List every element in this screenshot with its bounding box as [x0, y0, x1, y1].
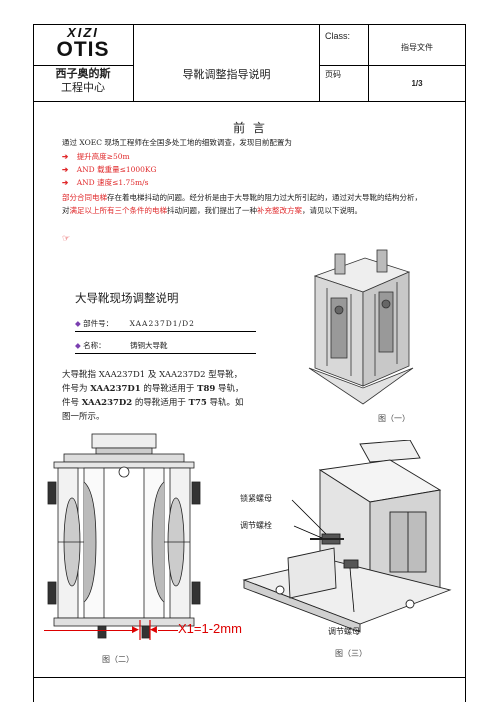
condition-list: ➔ 提升高度≥50m ➔ AND 载重量≤1000KG ➔ AND 速度≤1.7… [62, 150, 362, 189]
section-title: 大导靴现场调整说明 [75, 291, 179, 305]
preface-paragraph: 部分合同电梯存在着电梯抖动的问题。经分析是由于大导靴的阻力过大所引起的，通过对大… [62, 192, 424, 217]
part-label: 部件号： [83, 319, 114, 328]
name-label: 名称： [83, 341, 106, 350]
condition-text: AND 载重量≤1000KG [76, 165, 157, 174]
company-line2: 工程中心 [61, 81, 105, 94]
desc-text: 的导靴适用于 [132, 398, 189, 408]
arrow-right-icon: ▶ [132, 625, 139, 635]
figure-3-drawing [242, 440, 452, 633]
condition-item: ➔ AND 速度≤1.75m/s [62, 176, 362, 189]
arrow-left-icon: ◀ [150, 625, 157, 635]
arrow-right-icon: ➔ [62, 165, 69, 174]
figure-2-caption: 图（二） [102, 655, 134, 664]
para-highlight: 满足以上所有三个条件的电梯 [69, 205, 168, 215]
page-value: 1/3 [411, 79, 423, 88]
condition-text: AND 速度≤1.75m/s [76, 178, 149, 187]
document-title: 导靴调整指导说明 [182, 68, 271, 81]
desc-bold: T89 [197, 384, 216, 394]
clearance-dimension-label: X1=1-2mm [178, 621, 242, 636]
company-logo: XIZI OTIS [33, 26, 133, 64]
page-label: 页码 [325, 70, 341, 79]
para-highlight: 补充整改方案 [257, 205, 302, 215]
name-value: 铸铜大导靴 [130, 341, 168, 350]
logo-bottom: OTIS [56, 38, 110, 61]
logo-top: XIZI [67, 25, 99, 40]
part-number-row: ◆ 部件号： XAA237D1/D2 [75, 317, 255, 330]
para-text: 存在着电梯抖动的问题。经分析是由于大导靴的阻力过大所引起的，通过对大导靴的结构分… [62, 193, 422, 215]
desc-text: 导轨。如图一所示。 [62, 398, 244, 422]
desc-bold: XAA237D1 [90, 384, 141, 394]
arrow-right-icon: ➔ [62, 152, 69, 161]
desc-text: 导轨，件号 [62, 384, 244, 408]
condition-item: ➔ AND 载重量≤1000KG [62, 163, 362, 176]
figure-3-caption: 图（三） [335, 649, 367, 658]
desc-text: 大导靴指 XAA237D1 及 XAA237D2 型导靴，件号为 [62, 370, 243, 394]
company-line1: 西子奥的斯 [55, 67, 111, 80]
para-text: ，请见以下说明。 [302, 205, 362, 215]
desc-bold: T75 [188, 398, 207, 408]
diamond-bullet-icon: ◆ [75, 341, 81, 350]
figure-2-drawing [47, 433, 201, 640]
pointing-hand-icon: ☞ [62, 234, 71, 244]
para-text: 抖动问题，我们提出了一种 [167, 205, 257, 215]
condition-text: 提升高度≥50m [76, 152, 130, 161]
preface-intro: 通过 XOEC 现场工程师在全国多处工地的细致调查，发现目前配置为 [62, 136, 402, 149]
desc-text: 的导靴适用于 [140, 384, 198, 394]
adjusting-nut-label: 调节螺母 [328, 627, 360, 636]
desc-bold: XAA237D2 [81, 398, 133, 408]
intro-text: 通过 XOEC 现场工程师在全国多处工地的细致调查，发现目前配置为 [62, 138, 292, 147]
figure-1-caption: 图（一） [378, 414, 410, 423]
condition-item: ➔ 提升高度≥50m [62, 150, 362, 163]
class-value: 指导文件 [401, 43, 433, 52]
guide-shoe-description: 大导靴指 XAA237D1 及 XAA237D2 型导靴，件号为 XAA237D… [62, 368, 244, 424]
figure-1-drawing [308, 249, 414, 405]
para-highlight: 部分合同电梯 [62, 193, 107, 202]
lock-nut-label: 锁紧螺母 [240, 494, 272, 503]
diamond-bullet-icon: ◆ [75, 319, 81, 328]
company-name: 西子奥的斯 工程中心 [33, 67, 133, 95]
name-row: ◆ 名称： 铸铜大导靴 [75, 339, 255, 352]
arrow-right-icon: ➔ [62, 178, 69, 187]
preface-heading: 前 言 [233, 121, 267, 135]
part-value: XAA237D1/D2 [129, 319, 195, 328]
adjusting-bolt-label: 调节螺栓 [240, 521, 272, 530]
class-label: Class: [325, 31, 351, 41]
